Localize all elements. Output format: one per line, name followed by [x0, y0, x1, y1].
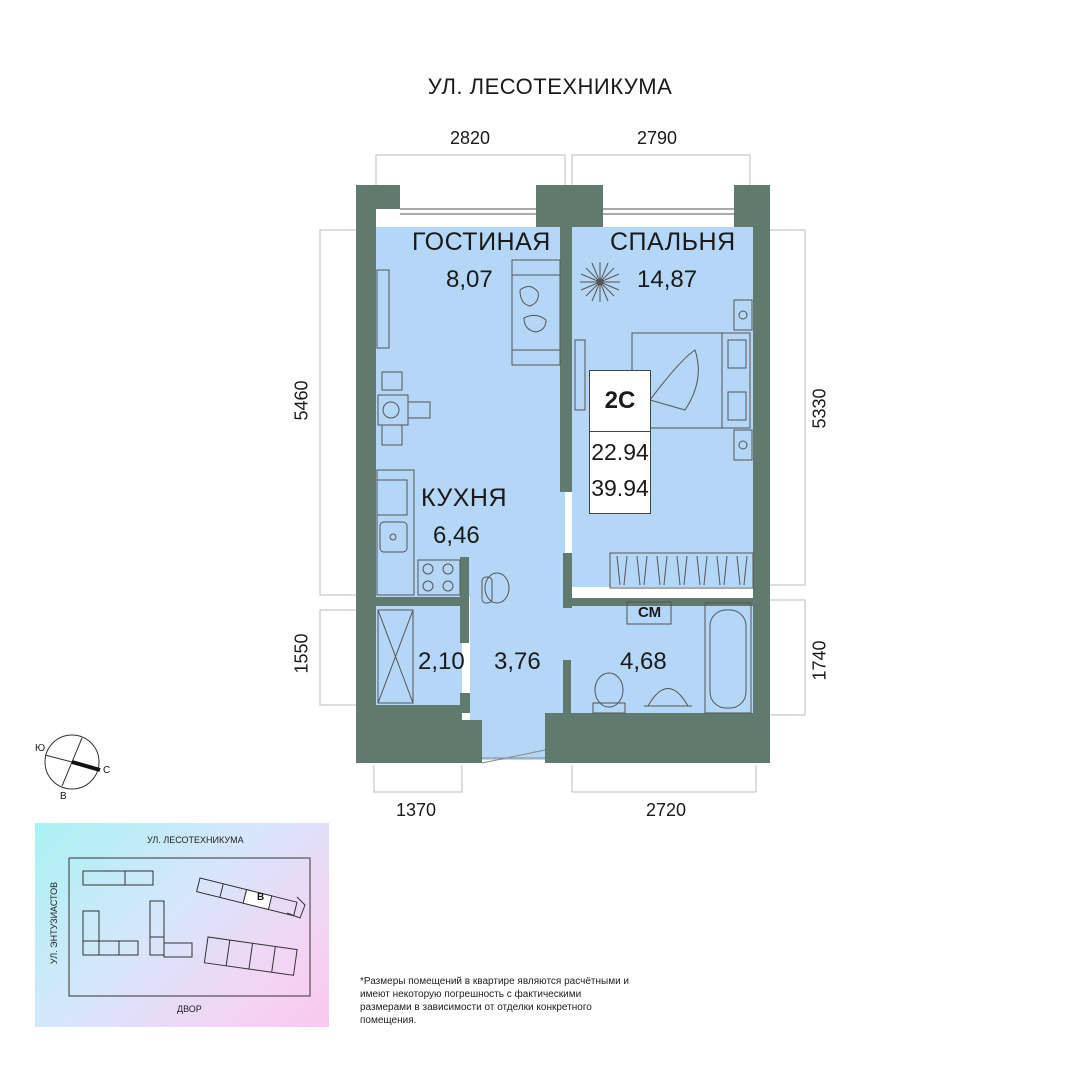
bedroom-furniture	[574, 262, 754, 589]
room-area-bedroom: 14,87	[637, 266, 698, 293]
room-name-kitchen: КУХНЯ	[421, 484, 508, 512]
apartment-living-area: 22.94	[591, 439, 649, 465]
storage-closet	[377, 609, 414, 704]
compass-east: В	[60, 791, 67, 802]
site-map: УЛ. ЛЕСОТЕХНИКУМА УЛ. ЭНТУЗИАСТОВ ДВОР	[35, 823, 329, 1027]
entrance-door	[481, 749, 546, 764]
compass-icon	[44, 734, 101, 790]
plant-icon	[580, 262, 620, 302]
dim-bottom-right: 2720	[646, 800, 687, 820]
living-furniture	[376, 259, 561, 446]
dim-bottom-left: 1370	[396, 800, 437, 820]
dim-top-left: 2820	[450, 128, 491, 148]
street-label-top: УЛ. ЛЕСОТЕХНИКУМА	[427, 74, 673, 99]
bathroom-fixtures	[592, 601, 752, 714]
windows	[400, 208, 734, 215]
bath-label: СМ	[638, 604, 662, 621]
room-area-bath: 4,68	[620, 648, 667, 675]
floor-areas	[375, 227, 753, 760]
site-map-street-top: УЛ. ЛЕСОТЕХНИКУМА	[147, 835, 244, 845]
room-area-kitchen: 6,46	[433, 522, 480, 549]
apartment-type: 2С	[590, 371, 650, 432]
compass-south: Ю	[35, 743, 46, 754]
site-map-drawing	[68, 857, 311, 997]
apartment-badge: 2С 22.94 39.94	[589, 370, 651, 514]
kitchen-furniture	[376, 469, 461, 596]
apartment-total-area: 39.94	[591, 475, 649, 501]
site-map-building: В	[257, 892, 265, 903]
room-name-living: ГОСТИНАЯ	[412, 228, 551, 256]
site-map-bottom: ДВОР	[177, 1004, 202, 1014]
room-area-living: 8,07	[446, 266, 493, 293]
room-name-bedroom: СПАЛЬНЯ	[610, 228, 736, 256]
compass-north: С	[103, 765, 111, 776]
dim-top-right: 2790	[637, 128, 678, 148]
dimension-lines	[319, 154, 806, 793]
room-area-hall: 3,76	[494, 648, 541, 675]
footnote: *Размеры помещений в квартире являются р…	[360, 976, 630, 1026]
room-area-storage: 2,10	[418, 648, 465, 675]
hall-chair	[481, 572, 510, 604]
